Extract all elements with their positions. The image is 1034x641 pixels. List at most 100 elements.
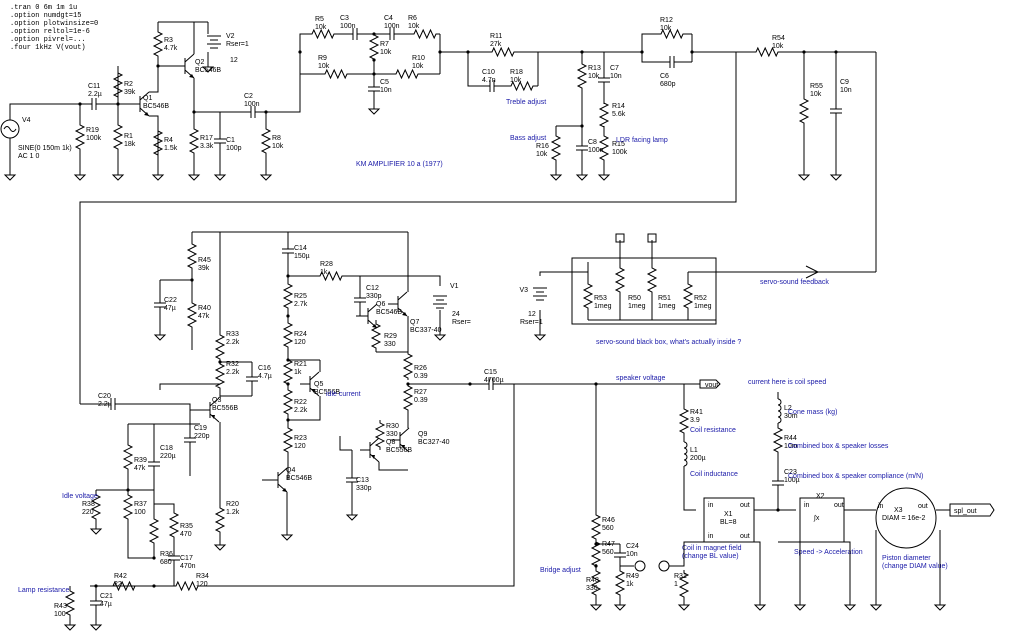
resistor-r26[interactable] <box>402 352 414 380</box>
resistor-r15[interactable] <box>598 126 610 170</box>
transistor-q4[interactable] <box>268 467 288 493</box>
component-value-c13: 330p <box>356 485 372 492</box>
resistor-r17[interactable] <box>188 112 200 170</box>
resistor-r35[interactable] <box>168 510 180 540</box>
resistor-r43[interactable] <box>64 586 76 620</box>
piston-radiator-x3[interactable] <box>875 487 937 549</box>
resistor-r16[interactable] <box>550 126 562 170</box>
resistor-r48[interactable] <box>590 566 602 600</box>
resistor-r53[interactable] <box>582 272 594 320</box>
capacitor-c13[interactable] <box>346 450 358 510</box>
capacitor-c3[interactable] <box>336 28 374 40</box>
resistor-r34[interactable] <box>154 580 220 592</box>
resistor-r4[interactable] <box>152 116 164 170</box>
resistor-r3[interactable] <box>152 22 164 66</box>
resistor-r45[interactable] <box>186 232 198 280</box>
resistor-r52[interactable] <box>682 272 694 320</box>
battery-v3[interactable] <box>533 287 547 301</box>
resistor-r49[interactable] <box>614 566 626 600</box>
capacitor-c14[interactable] <box>282 232 294 270</box>
resistor-r8[interactable] <box>260 112 272 170</box>
resistor-r29[interactable] <box>370 320 382 352</box>
resistor-r22[interactable] <box>282 384 294 420</box>
resistor-r13[interactable] <box>576 52 588 100</box>
resistor-r42[interactable] <box>110 580 138 592</box>
resistor-r33[interactable] <box>214 332 226 362</box>
capacitor-c9[interactable] <box>830 52 842 170</box>
capacitor-c12[interactable] <box>354 284 366 316</box>
differentiator-x2[interactable] <box>799 497 845 543</box>
capacitor-c1[interactable] <box>214 112 226 170</box>
treble-adjust-note: Treble adjust <box>506 99 546 106</box>
capacitor-c8[interactable] <box>576 126 588 170</box>
resistor-r32[interactable] <box>214 362 226 390</box>
resistor-r7[interactable] <box>368 34 380 60</box>
capacitor-c15[interactable] <box>470 378 512 390</box>
resistor-r47[interactable] <box>590 541 602 567</box>
resistor-r18[interactable] <box>506 80 538 92</box>
resistor-r50[interactable] <box>614 240 626 320</box>
gyrator-x1[interactable] <box>703 497 755 543</box>
capacitor-c4[interactable] <box>374 28 410 40</box>
resistor-r38[interactable] <box>90 490 102 524</box>
resistor-r27[interactable] <box>402 384 414 412</box>
inductor-l2[interactable] <box>777 398 782 424</box>
resistor-r6[interactable] <box>410 28 440 40</box>
capacitor-c11[interactable] <box>80 98 108 110</box>
resistor-r37[interactable] <box>122 490 134 524</box>
capacitor-c16[interactable] <box>246 362 258 396</box>
capacitor-c17[interactable] <box>168 540 180 576</box>
transistor-q9[interactable] <box>390 427 410 453</box>
resistor-r44[interactable] <box>772 424 784 456</box>
resistor-r51[interactable] <box>646 240 658 320</box>
resistor-r12[interactable] <box>652 28 692 40</box>
resistor-r55[interactable] <box>798 52 810 170</box>
resistor-r9[interactable] <box>310 68 362 80</box>
resistor-r24[interactable] <box>282 316 294 354</box>
resistor-r1[interactable] <box>112 104 124 170</box>
resistor-r25[interactable] <box>282 276 294 316</box>
capacitor-c20[interactable] <box>96 398 130 410</box>
transistor-q3[interactable] <box>200 397 220 423</box>
transistor-q5[interactable] <box>300 371 320 397</box>
capacitor-c5[interactable] <box>368 74 380 104</box>
resistor-r46[interactable] <box>590 510 602 544</box>
capacitor-c21[interactable] <box>90 586 102 620</box>
resistor-r10[interactable] <box>374 68 440 80</box>
component-value-r54: 10k <box>772 43 784 50</box>
transistor-q6[interactable] <box>358 303 378 329</box>
capacitor-c6[interactable] <box>652 56 692 68</box>
battery-v1[interactable] <box>433 295 447 309</box>
resistor-r40[interactable] <box>186 280 198 350</box>
resistor-r54[interactable] <box>744 46 790 58</box>
resistor-r20[interactable] <box>214 500 226 540</box>
resistor-r11[interactable] <box>468 46 538 58</box>
resistor-r41[interactable] <box>678 408 690 434</box>
transistor-q8[interactable] <box>360 437 380 463</box>
resistor-r2[interactable] <box>112 66 124 104</box>
transistor-q7[interactable] <box>388 291 408 317</box>
resistor-r5[interactable] <box>310 28 336 40</box>
resistor-r14[interactable] <box>598 102 610 128</box>
resistor-r28[interactable] <box>316 270 346 282</box>
capacitor-c24[interactable] <box>614 544 626 566</box>
resistor-r36[interactable] <box>148 504 160 558</box>
resistor-r31[interactable] <box>678 570 690 600</box>
resistor-r23[interactable] <box>282 420 294 460</box>
transistor-q2[interactable] <box>175 53 195 79</box>
resistor-r21[interactable] <box>282 359 294 385</box>
resistor-r39[interactable] <box>122 424 134 490</box>
capacitor-c2[interactable] <box>240 106 266 118</box>
capacitor-c22[interactable] <box>154 280 166 330</box>
capacitor-c19[interactable] <box>184 410 196 470</box>
battery-v2[interactable] <box>207 35 221 49</box>
capacitor-c23[interactable] <box>772 456 784 510</box>
transistor-q1[interactable] <box>130 91 150 117</box>
wire <box>378 462 408 471</box>
capacitor-c10[interactable] <box>478 80 506 92</box>
capacitor-c18[interactable] <box>148 424 160 504</box>
resistor-r30[interactable] <box>374 420 386 450</box>
inductor-l1[interactable] <box>683 434 688 474</box>
resistor-r19[interactable] <box>74 104 86 170</box>
capacitor-c7[interactable] <box>598 64 610 96</box>
